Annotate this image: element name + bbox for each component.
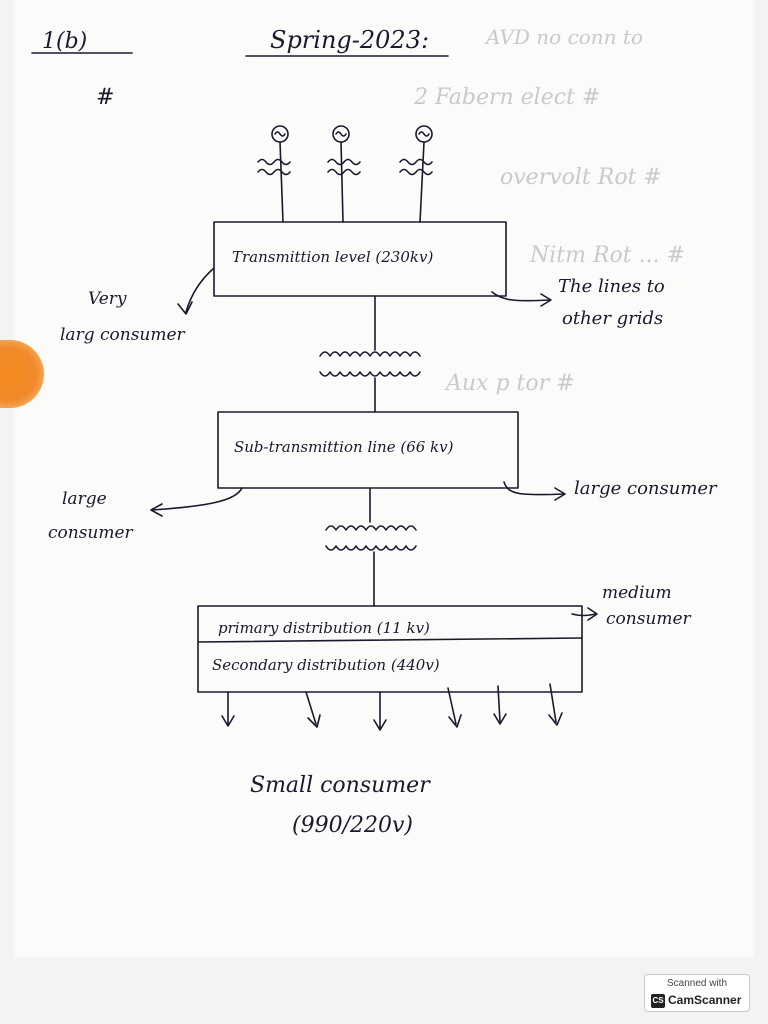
very-large-consumer-arrowhead — [177, 301, 193, 315]
secondary-distribution-label: Secondary distribution (440v) — [212, 656, 440, 674]
small-consumer-label: Small consumer (990/220v) — [250, 773, 431, 838]
small-consumer-label-2: (990/220v) — [292, 813, 413, 838]
question-number: 1(b) — [42, 29, 87, 54]
generators — [257, 125, 433, 223]
generator-1-icon — [257, 125, 291, 223]
watermark-brand-text: CamScanner — [668, 993, 742, 1007]
page-title: Spring-2023: — [270, 26, 429, 54]
distribution-divider — [197, 637, 583, 643]
transformer-2 — [325, 487, 417, 607]
transmission-level-block: Transmittion level (230kv) — [213, 221, 507, 297]
transformer-1-primary-coil — [319, 351, 421, 357]
hash-mark: # — [96, 85, 114, 110]
very-large-consumer-arrow — [185, 267, 215, 313]
feeder-arrow-1 — [221, 691, 235, 727]
distribution-box — [197, 605, 583, 693]
generator-3-icon — [399, 125, 433, 223]
feeder-arrow-3 — [373, 691, 387, 731]
transformer-1 — [319, 295, 421, 413]
large-consumer-left-branch: large consumer — [48, 487, 243, 543]
other-grids-label-2: other grids — [562, 308, 663, 329]
bleed-line-5: Aux p tor # — [444, 371, 575, 396]
transformer-2-primary-coil — [325, 525, 417, 531]
transmission-label: Transmittion level (230kv) — [232, 248, 433, 266]
very-large-consumer-branch: Very larg consumer — [60, 267, 215, 345]
medium-consumer-label-1: medium — [602, 583, 672, 603]
medium-consumer-arrowhead — [587, 607, 598, 621]
small-consumer-feeders — [221, 683, 563, 731]
large-consumer-left-arrow — [151, 487, 243, 511]
generator-2-icon — [327, 125, 361, 223]
large-consumer-left-label-2: consumer — [48, 523, 134, 543]
other-grids-branch: The lines to other grids — [491, 276, 665, 329]
distribution-block: primary distribution (11 kv) Secondary d… — [197, 605, 583, 693]
large-consumer-left-arrowhead — [150, 503, 163, 517]
large-consumer-right-label: large consumer — [574, 478, 718, 499]
bleed-through-text: AVD no conn to 2 Fabern elect # overvolt… — [413, 25, 685, 396]
other-grids-label-1: The lines to — [558, 276, 665, 297]
transmission-box — [213, 221, 507, 297]
transformer-2-secondary-coil — [325, 545, 417, 551]
medium-consumer-arrow — [571, 613, 597, 617]
sub-transmission-block: Sub-transmittion line (66 kv) — [217, 411, 519, 489]
large-consumer-right-arrow — [503, 481, 565, 496]
medium-consumer-label-2: consumer — [606, 609, 692, 629]
small-consumer-label-1: Small consumer — [250, 773, 431, 798]
very-large-consumer-label-1: Very — [88, 289, 127, 309]
feeder-arrow-2 — [305, 691, 321, 728]
bleed-line-2: 2 Fabern elect # — [413, 85, 600, 110]
transformer-1-secondary-coil — [319, 371, 421, 377]
large-consumer-right-arrowhead — [554, 487, 566, 501]
camscanner-logo-icon: CS — [651, 994, 665, 1008]
page-header: 1(b) Spring-2023: # — [31, 26, 449, 110]
camscanner-watermark: Scanned with CS CamScanner — [644, 974, 750, 1012]
watermark-top-text: Scanned with — [666, 978, 728, 989]
very-large-consumer-label-2: larg consumer — [60, 325, 186, 345]
bleed-line-1: AVD no conn to — [484, 25, 643, 49]
sub-transmission-label: Sub-transmittion line (66 kv) — [234, 438, 454, 456]
bleed-line-4: Nitm Rot ... # — [529, 243, 685, 268]
primary-distribution-label: primary distribution (11 kv) — [218, 619, 430, 637]
other-grids-arrow — [491, 291, 551, 302]
sub-transmission-box — [217, 411, 519, 489]
feeder-arrow-6 — [548, 683, 563, 726]
feeder-arrow-4 — [447, 687, 462, 728]
bleed-line-3: overvolt Rot # — [500, 165, 662, 190]
other-grids-arrowhead — [540, 293, 552, 307]
feeder-arrow-5 — [493, 685, 507, 725]
medium-consumer-branch: medium consumer — [571, 583, 692, 629]
paper-sheet — [14, 0, 754, 958]
large-consumer-right-branch: large consumer — [503, 478, 718, 501]
large-consumer-left-label-1: large — [62, 489, 107, 509]
